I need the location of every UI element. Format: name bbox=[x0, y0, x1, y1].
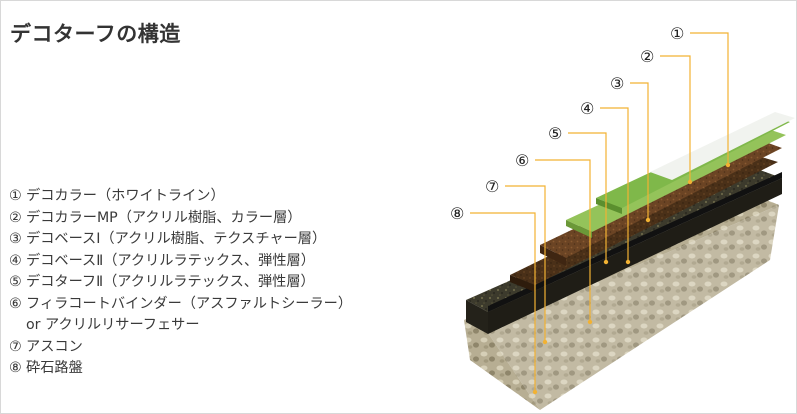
callout-line-1 bbox=[690, 32, 729, 165]
gravel-base-front bbox=[464, 320, 540, 410]
callout-number-4: ④ bbox=[580, 99, 594, 118]
callout-endpoints bbox=[532, 162, 731, 395]
callout-line-3 bbox=[630, 82, 649, 220]
binder-layer bbox=[488, 172, 782, 312]
callout-dot-1 bbox=[725, 162, 731, 168]
callout-dot-4 bbox=[625, 259, 631, 265]
legend-label: デコベースⅡ（アクリルラテックス、弾性層） bbox=[26, 252, 315, 269]
callout-line-4 bbox=[600, 107, 629, 262]
callout-dot-8 bbox=[532, 389, 538, 395]
callout-line-2 bbox=[660, 55, 691, 182]
legend-label: デコベースⅠ（アクリル樹脂、テクスチャー層） bbox=[26, 231, 327, 247]
gravel-base-side bbox=[486, 205, 779, 410]
legend-number: ② bbox=[9, 209, 22, 226]
legend-number: ⑥ bbox=[9, 295, 22, 312]
callout-number-6: ⑥ bbox=[515, 151, 529, 170]
decobase2-layer-top bbox=[540, 140, 782, 258]
legend-label: デコカラーMP（アクリル樹脂、カラー層） bbox=[26, 209, 302, 226]
callout-dot-5 bbox=[603, 259, 609, 265]
callout-number-5: ⑤ bbox=[548, 124, 562, 143]
legend-label: アスコン bbox=[26, 338, 83, 355]
legend-label: デコターフⅡ（アクリルラテックス、弾性層） bbox=[26, 274, 315, 290]
callout-lines bbox=[470, 32, 729, 392]
decoturf-layer-front bbox=[510, 275, 535, 292]
callout-line-7 bbox=[505, 185, 546, 342]
callout-dot-6 bbox=[587, 319, 593, 325]
callout-line-8 bbox=[470, 212, 536, 392]
callout-number-8: ⑧ bbox=[450, 204, 464, 223]
legend-number: ③ bbox=[9, 231, 22, 247]
legend-item-continuation: or アクリルリサーフェサー bbox=[26, 317, 200, 333]
legend-number: ④ bbox=[9, 252, 22, 269]
asphalt-layer-side bbox=[488, 178, 782, 334]
callout-dot-7 bbox=[542, 339, 548, 345]
legend-label: フィラコートバインダー（アスファルトシーラー） bbox=[26, 295, 353, 312]
white-line-top bbox=[650, 112, 795, 180]
legend-number: ⑦ bbox=[9, 338, 22, 355]
decobase2-layer-front bbox=[540, 245, 566, 266]
legend-number: ⑧ bbox=[9, 360, 22, 376]
callout-dot-3 bbox=[645, 217, 651, 223]
legend-number: ⑤ bbox=[9, 274, 22, 290]
callout-number-3: ③ bbox=[610, 74, 624, 93]
texture-layer-front bbox=[566, 220, 592, 238]
legend-label: デコカラー（ホワイトライン） bbox=[26, 188, 225, 204]
callout-number-7: ⑦ bbox=[485, 177, 499, 196]
callout-number-2: ② bbox=[640, 47, 654, 66]
legend-label: 砕石路盤 bbox=[26, 360, 83, 376]
decoturf-layer-top bbox=[510, 155, 778, 285]
callout-number-1: ① bbox=[670, 24, 684, 43]
callout-line-6 bbox=[535, 159, 591, 322]
legend-number: ① bbox=[9, 188, 22, 204]
page-title: デコターフの構造 bbox=[10, 22, 181, 46]
asphalt-layer-front bbox=[466, 300, 488, 334]
callout-line-5 bbox=[568, 132, 607, 262]
callout-dot-2 bbox=[687, 179, 693, 185]
color-layer-front bbox=[596, 198, 622, 214]
